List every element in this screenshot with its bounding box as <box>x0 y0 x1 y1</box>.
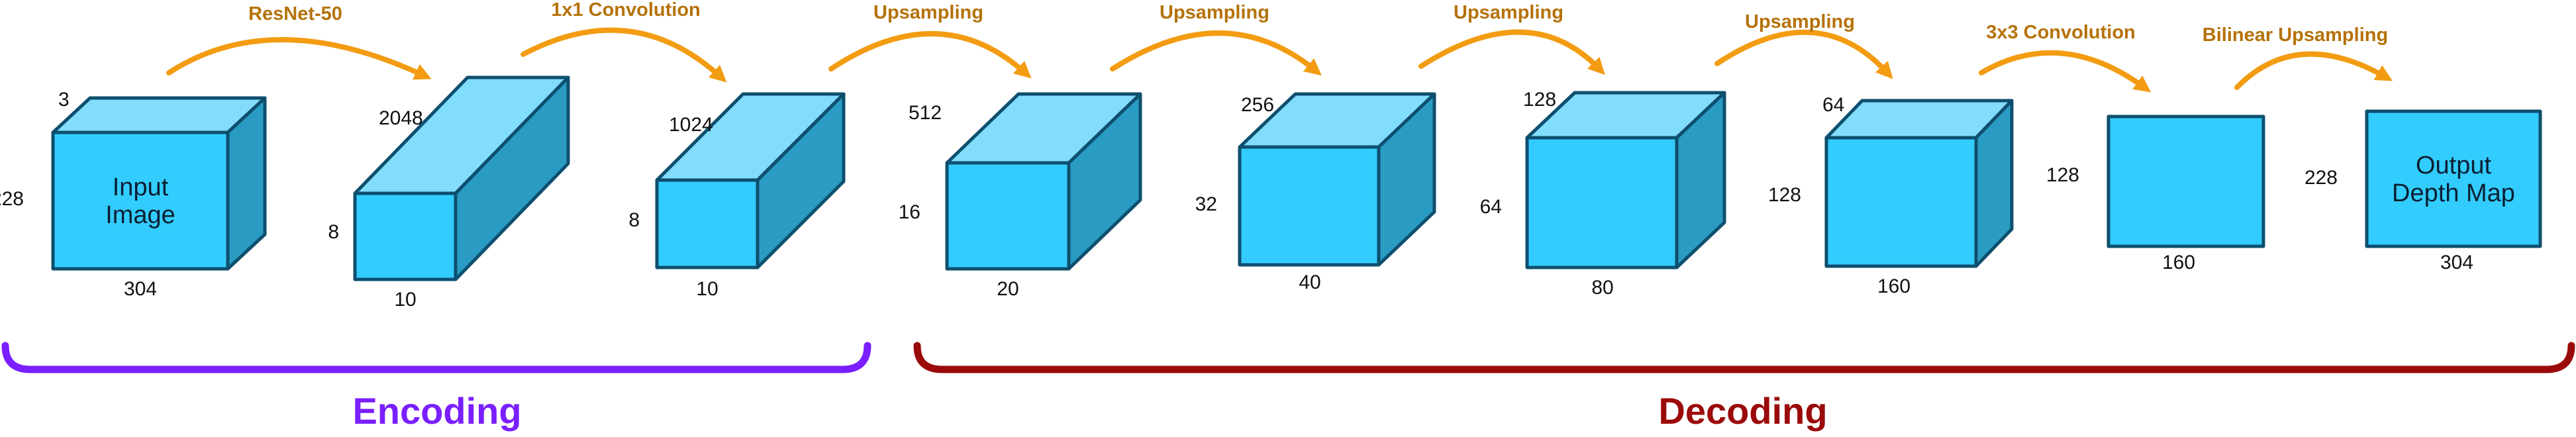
dim-label-top: 256 <box>1241 94 1274 116</box>
curved-arrow-icon <box>1110 30 1322 76</box>
block-resnet: 2048 8 10 <box>328 75 570 311</box>
op-arrow-6: 3x3 Convolution <box>1979 22 2152 93</box>
dim-label-top: 3 <box>58 89 70 111</box>
operation-label: ResNet-50 <box>248 3 342 24</box>
block-inner-label: Output <box>2416 152 2492 179</box>
block-inner-label: Image <box>105 201 175 229</box>
dim-label-bottom: 10 <box>394 289 416 311</box>
dim-label-top: 128 <box>1523 89 1556 111</box>
block-front-face <box>1238 145 1381 267</box>
operation-label: Upsampling <box>1454 2 1563 23</box>
curved-arrow-icon <box>520 27 727 83</box>
dim-label-bottom: 40 <box>1299 271 1320 293</box>
block-front-face <box>2106 115 2265 248</box>
block-front-face <box>1824 136 1978 268</box>
curved-arrow-icon <box>1714 29 1893 79</box>
dim-label-top: 64 <box>1822 94 1844 116</box>
block-front-face <box>51 130 230 271</box>
block-inner-label: Input <box>113 173 169 201</box>
decoding-label: Decoding <box>1658 390 1827 432</box>
block-conv1x1: 1024 8 10 <box>628 92 846 300</box>
curved-arrow-icon <box>828 30 1032 79</box>
dim-label-top: 1024 <box>669 114 713 136</box>
curved-arrow-icon <box>2234 51 2393 90</box>
op-arrow-2: Upsampling <box>828 2 1032 79</box>
block-conv3x3: 128 160 <box>2046 115 2265 273</box>
dim-label-bottom: 304 <box>124 278 157 300</box>
dim-label-top: 512 <box>909 102 942 124</box>
dim-label-bottom: 160 <box>2162 252 2195 273</box>
dim-label-left: 8 <box>328 221 339 243</box>
operation-label: 3x3 Convolution <box>1986 22 2136 43</box>
curved-arrow-icon <box>1418 29 1605 75</box>
dim-label-bottom: 304 <box>2440 252 2473 273</box>
op-arrow-7: Bilinear Upsampling <box>2203 24 2393 90</box>
curved-arrow-icon <box>166 37 432 80</box>
operation-label: Bilinear Upsampling <box>2203 24 2388 46</box>
dim-label-top: 2048 <box>379 107 423 129</box>
encoding-label: Encoding <box>352 390 521 432</box>
dim-label-left: 228 <box>0 188 24 210</box>
dim-label-left: 8 <box>628 209 640 231</box>
op-arrow-5: Upsampling <box>1714 11 1893 79</box>
phase-brackets: Encoding Decoding <box>1 342 2575 432</box>
op-arrow-1: 1x1 Convolution <box>520 0 727 83</box>
op-arrow-3: Upsampling <box>1110 2 1322 76</box>
operation-label: Upsampling <box>873 2 983 23</box>
dim-label-left: 128 <box>1768 184 1801 206</box>
dim-label-left: 16 <box>899 201 920 223</box>
block-inner-label: Depth Map <box>2392 179 2515 207</box>
dim-label-bottom: 80 <box>1591 277 1613 299</box>
op-arrow-0: ResNet-50 <box>166 3 432 80</box>
dim-label-left: 64 <box>1480 196 1502 218</box>
dim-label-bottom: 10 <box>696 278 718 300</box>
block-front-face <box>1525 136 1679 269</box>
operation-label: Upsampling <box>1745 11 1855 32</box>
block-up1: 512 16 20 <box>899 92 1142 300</box>
operation-label: 1x1 Convolution <box>551 0 701 21</box>
dim-label-left: 228 <box>2304 167 2338 189</box>
curved-arrow-icon <box>1979 50 2152 93</box>
dim-label-left: 32 <box>1195 193 1217 215</box>
dim-label-bottom: 20 <box>997 278 1018 300</box>
block-up4: 64 128 160 <box>1768 94 2014 297</box>
block-front-face <box>655 178 760 269</box>
decoding-bracket <box>913 342 2575 373</box>
dim-label-bottom: 160 <box>1877 275 1910 297</box>
dim-label-left: 128 <box>2046 164 2079 186</box>
block-front-face <box>353 191 458 281</box>
block-front-face <box>2365 109 2542 248</box>
operation-label: Upsampling <box>1160 2 1269 23</box>
block-front-face <box>945 161 1071 271</box>
op-arrow-4: Upsampling <box>1418 2 1605 75</box>
block-up3: 128 64 80 <box>1480 89 1726 299</box>
encoding-bracket <box>1 342 871 373</box>
block-up2: 256 32 40 <box>1195 92 1436 293</box>
